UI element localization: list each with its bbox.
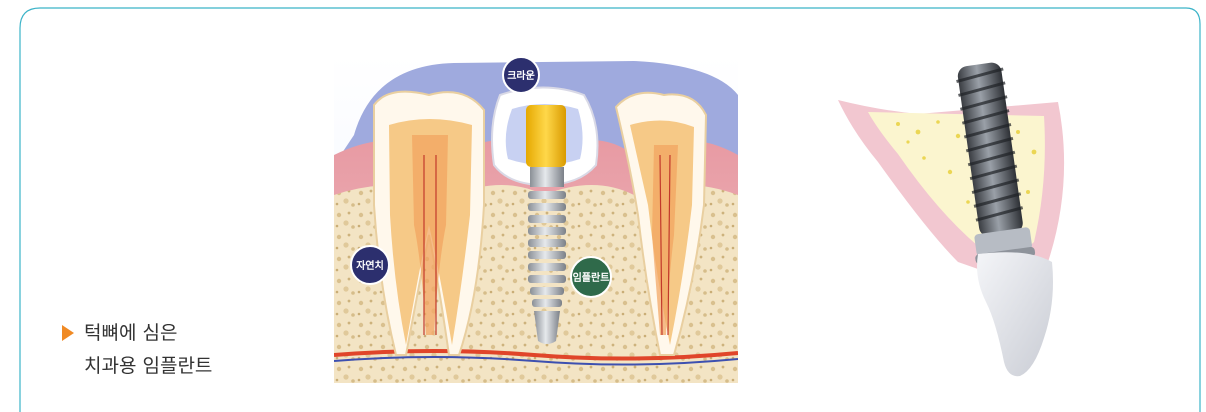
natural-tooth-label: 자연치 — [356, 259, 384, 272]
crown-label: 크라운 — [507, 69, 535, 82]
tooth-cross-section-illustration: 크라운 자연치 임플란트 — [334, 55, 738, 383]
implant-in-jawbone-illustration — [838, 62, 1078, 392]
crown-badge: 크라운 — [503, 57, 539, 93]
caption-line-2: 치과용 임플란트 — [84, 351, 212, 382]
implant-badge: 임플란트 — [571, 257, 611, 297]
natural-tooth-badge: 자연치 — [351, 246, 389, 284]
implant-label: 임플란트 — [573, 271, 610, 284]
caption-line-1: 턱뼈에 심은 — [84, 318, 177, 349]
caption-arrow-icon — [62, 325, 74, 341]
